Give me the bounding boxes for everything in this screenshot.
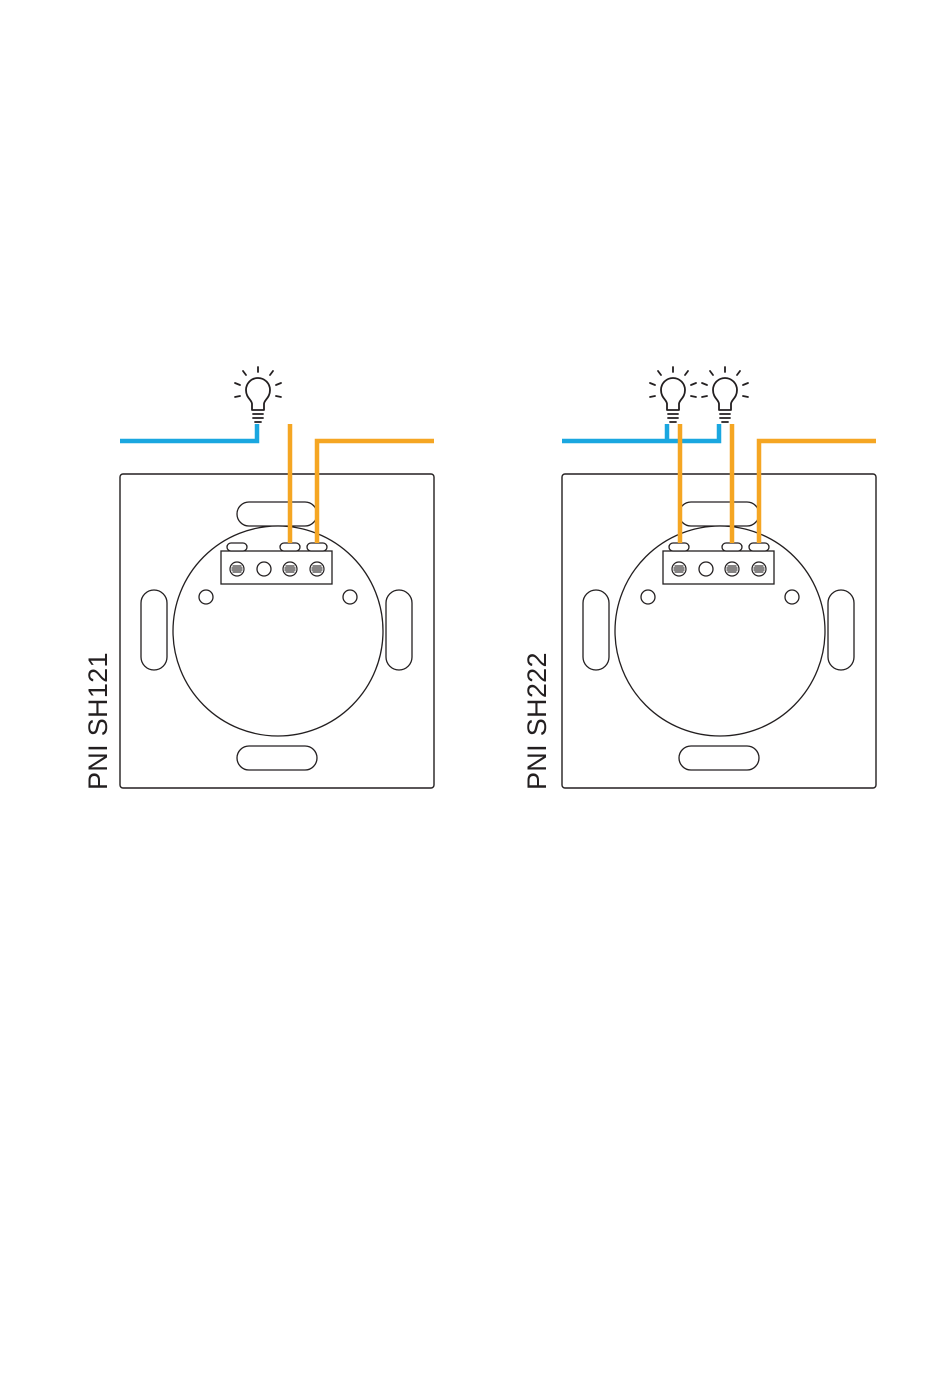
screw-hole-left (641, 590, 655, 604)
mounting-slot-top (237, 502, 317, 526)
empty-terminal (699, 562, 713, 576)
screw-hole-right (343, 590, 357, 604)
light-bulb-icon (235, 367, 281, 422)
mounting-slot-top (679, 502, 759, 526)
model-label: PNI SH121 (83, 652, 113, 790)
terminal-tab (749, 543, 769, 551)
mounting-slot-bottom (237, 746, 317, 770)
mounting-slot-right (828, 590, 854, 670)
mounting-slot-left (141, 590, 167, 670)
screw-hole-right (785, 590, 799, 604)
neutral-wire (562, 424, 719, 441)
mounting-slot-bottom (679, 746, 759, 770)
diagram-sh121: PNI SH121 (83, 367, 434, 790)
diagram-sh222: PNI SH222 (522, 367, 876, 790)
mounting-slot-right (386, 590, 412, 670)
neutral-wire (120, 424, 257, 441)
terminal-tab (307, 543, 327, 551)
screw-terminal (310, 562, 324, 576)
empty-terminal (257, 562, 271, 576)
screw-terminal (752, 562, 766, 576)
screw-terminal (283, 562, 297, 576)
screw-terminal (725, 562, 739, 576)
terminal-tab (227, 543, 247, 551)
mounting-slot-left (583, 590, 609, 670)
light-bulb-icon (702, 367, 748, 422)
screw-terminal (230, 562, 244, 576)
terminal-tab (669, 543, 689, 551)
screw-terminal (672, 562, 686, 576)
terminal-tab (280, 543, 300, 551)
terminal-tab (722, 543, 742, 551)
model-label: PNI SH222 (522, 652, 552, 790)
light-bulb-icon (650, 367, 696, 422)
screw-hole-left (199, 590, 213, 604)
